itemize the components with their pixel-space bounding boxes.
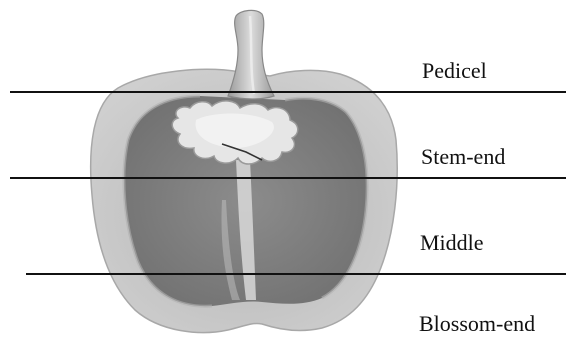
label-pedicel: Pedicel bbox=[422, 60, 487, 82]
label-stem-end: Stem-end bbox=[421, 146, 505, 168]
label-blossom-end: Blossom-end bbox=[419, 313, 535, 335]
label-middle: Middle bbox=[420, 232, 484, 254]
